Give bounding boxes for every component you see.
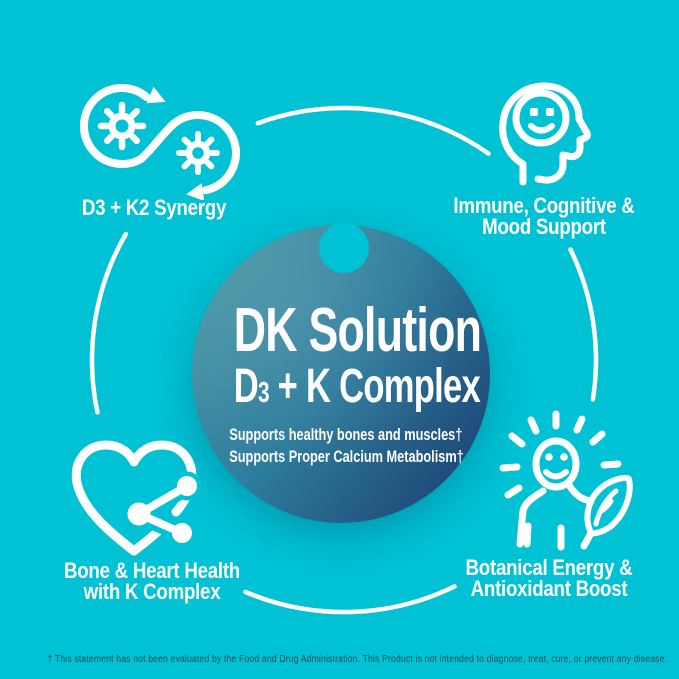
product-title: DK Solution: [233, 296, 482, 365]
person-leaf-icon: [492, 406, 637, 556]
benefit-line-1: Supports healthy bones and muscles†: [229, 425, 463, 444]
center-badge: [192, 225, 490, 523]
center-badge-text: DK Solution D3 + K Complex Supports heal…: [192, 225, 490, 467]
fda-disclaimer: † This statement has not been evaluated …: [47, 654, 668, 665]
feature-label-immune: Immune, Cognitive & Mood Support: [453, 193, 635, 239]
subscript-3: 3: [257, 377, 270, 409]
product-subtitle: D3 + K Complex: [233, 360, 481, 413]
benefit-line-2: Supports Proper Calcium Metabolism†: [229, 447, 464, 466]
heart-share-icon: [64, 430, 204, 565]
feature-label-bone-heart: Bone & Heart Health with K Complex: [64, 558, 240, 604]
feature-label-synergy: D3 + K2 Synergy: [81, 195, 227, 220]
gears-sync-icon: [75, 80, 245, 200]
badge-hang-hole: [319, 223, 369, 273]
feature-label-botanical: Botanical Energy & Antioxidant Boost: [465, 555, 633, 601]
head-smile-icon: [492, 77, 592, 189]
